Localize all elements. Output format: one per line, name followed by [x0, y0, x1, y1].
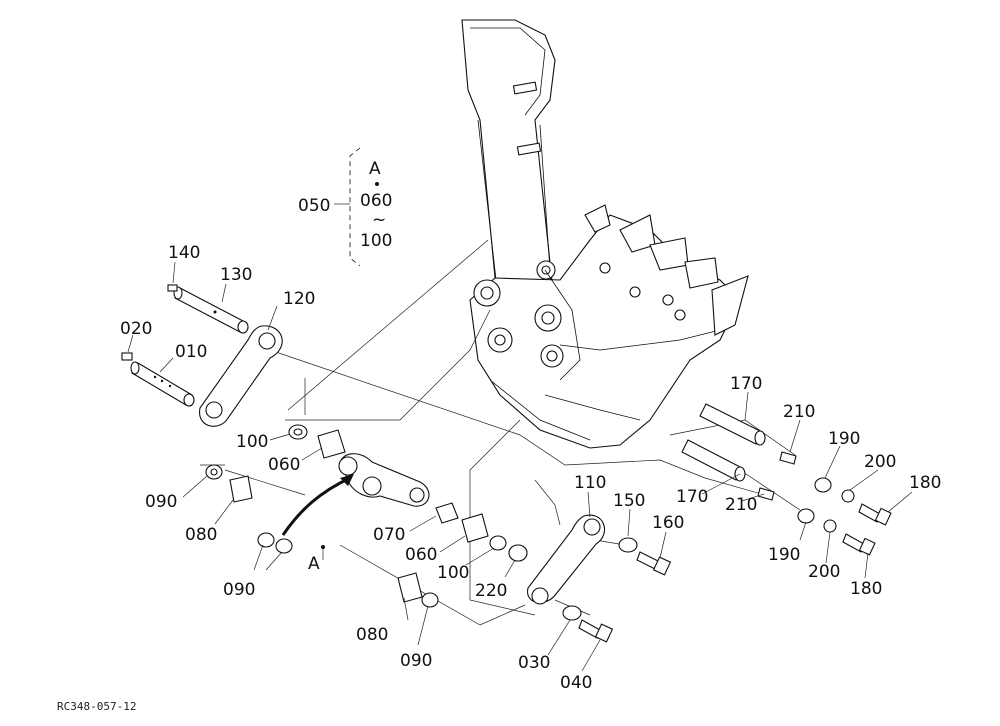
label-010: 010	[175, 342, 207, 362]
label-200-lower: 200	[808, 562, 840, 582]
kit-bracket	[334, 147, 361, 267]
bucket	[469, 204, 749, 449]
label-210-upper: 210	[783, 402, 815, 422]
label-130: 130	[220, 265, 252, 285]
callout-leaders	[127, 261, 913, 672]
kit-from: 060	[360, 191, 392, 211]
label-180-upper: 180	[909, 473, 941, 493]
washers-200	[823, 489, 855, 533]
label-080-bottom: 080	[356, 625, 388, 645]
ring-220	[508, 544, 528, 562]
label-150: 150	[613, 491, 645, 511]
label-220: 220	[475, 581, 507, 601]
kit-letter: A	[369, 159, 381, 179]
label-110: 110	[574, 473, 606, 493]
kit-tilde: ~	[372, 210, 386, 230]
bolt-160	[636, 551, 672, 576]
detail-arrow	[281, 476, 351, 536]
label-080-left: 080	[185, 525, 217, 545]
fittings-210	[757, 451, 797, 501]
label-190-upper: 190	[828, 429, 860, 449]
label-090-bottom-left: 090	[223, 580, 255, 600]
label-140: 140	[168, 243, 200, 263]
bolt-040	[578, 619, 614, 643]
label-060-left: 060	[268, 455, 300, 475]
label-100-left: 100	[236, 432, 268, 452]
label-180-lower: 180	[850, 579, 882, 599]
label-040: 040	[560, 673, 592, 693]
bushings-center	[397, 502, 528, 608]
bushings-left	[205, 424, 346, 554]
label-050: 050	[298, 196, 330, 216]
label-120: 120	[283, 289, 315, 309]
link-center	[338, 453, 430, 507]
pin-130	[173, 286, 249, 334]
grease-fitting-020	[121, 352, 133, 361]
grease-fitting-140	[167, 284, 178, 292]
washer-030	[562, 605, 582, 621]
label-090-bottom: 090	[400, 651, 432, 671]
label-170-lower: 170	[676, 487, 708, 507]
label-090-left: 090	[145, 492, 177, 512]
label-060-center: 060	[405, 545, 437, 565]
detail-arrowhead	[340, 474, 354, 486]
detail-marker-A: A	[308, 554, 320, 574]
label-070: 070	[373, 525, 405, 545]
label-160: 160	[652, 513, 684, 533]
washers-190	[797, 477, 832, 524]
label-210-lower: 210	[725, 495, 757, 515]
label-170-upper: 170	[730, 374, 762, 394]
bolts-180	[842, 503, 892, 556]
link-120	[199, 325, 283, 427]
label-030: 030	[518, 653, 550, 673]
pin-010	[130, 361, 195, 407]
pin-170-upper	[699, 403, 766, 446]
pin-170-lower	[681, 439, 746, 482]
link-110	[527, 514, 605, 605]
label-200-upper: 200	[864, 452, 896, 472]
label-190-lower: 190	[768, 545, 800, 565]
washer-150	[618, 537, 638, 553]
label-020: 020	[120, 319, 152, 339]
arm	[461, 19, 556, 331]
kit-dot	[375, 182, 379, 186]
detail-marker-dot	[321, 545, 325, 549]
drawing-code: RC348-057-12	[57, 700, 136, 713]
label-100-center: 100	[437, 563, 469, 583]
kit-to: 100	[360, 231, 392, 251]
